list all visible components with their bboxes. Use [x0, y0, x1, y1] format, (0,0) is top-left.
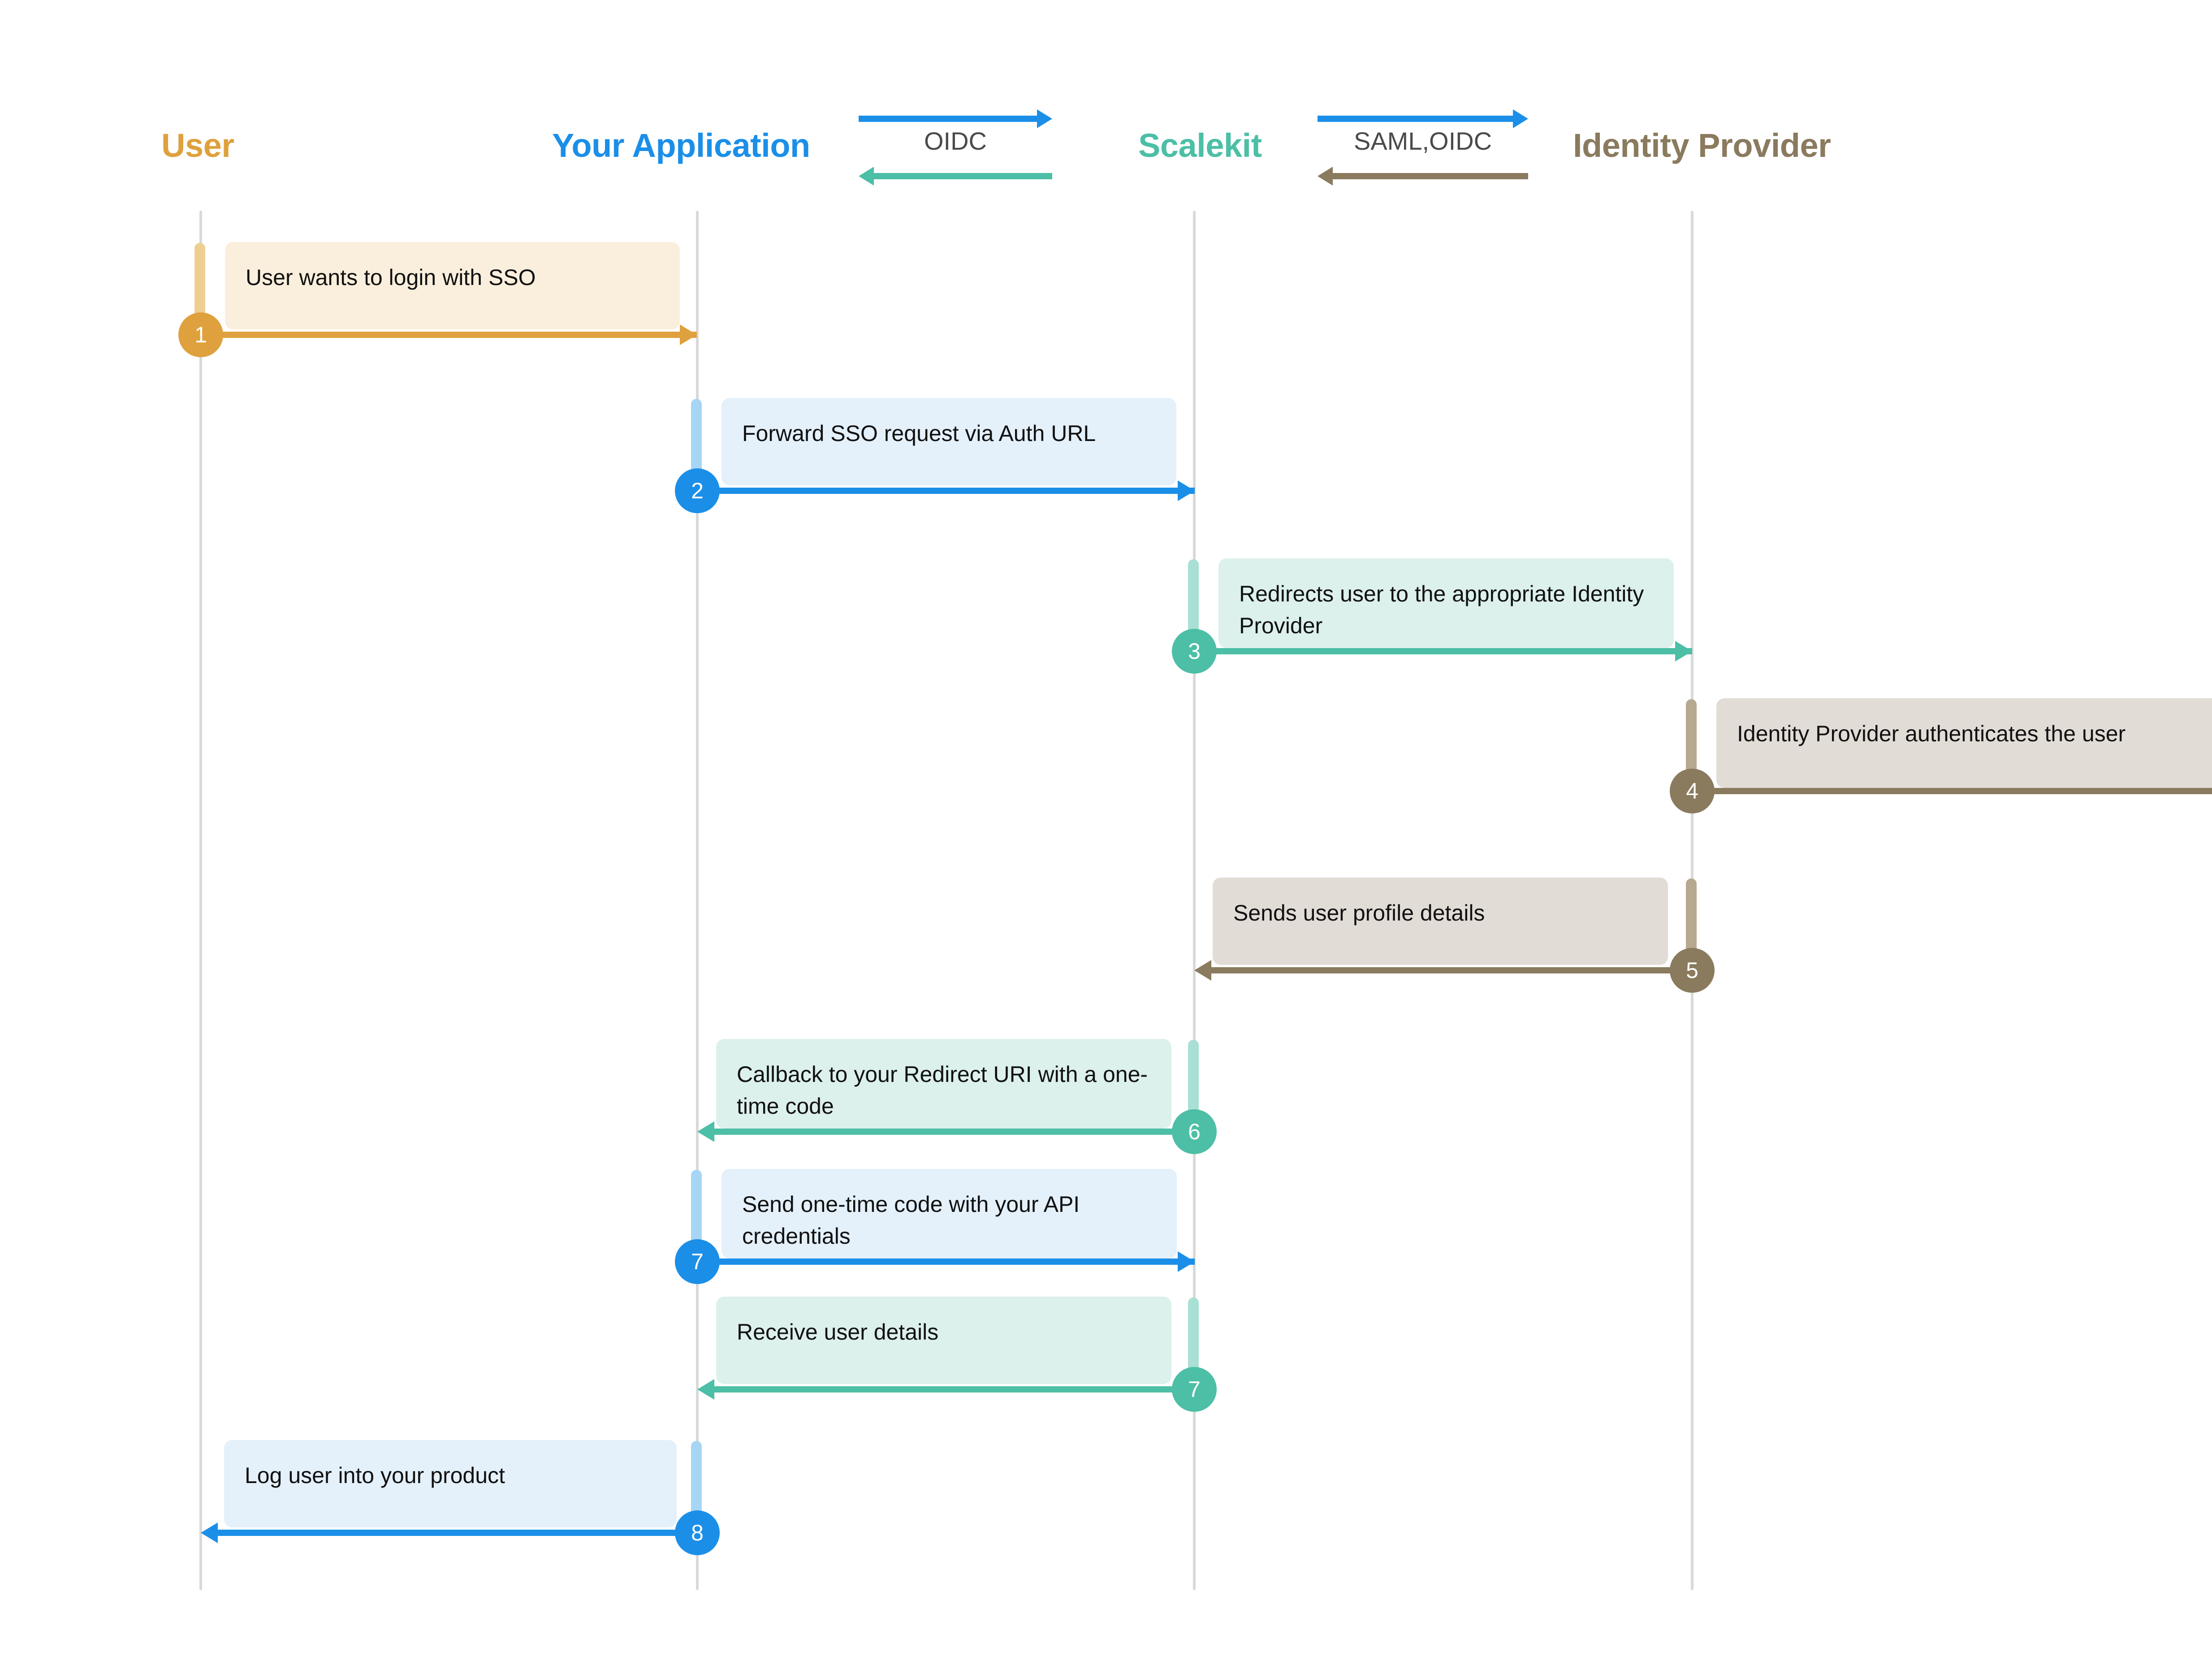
- message-box-step-8: Log user into your product: [224, 1440, 677, 1527]
- lifeline-application: [696, 211, 699, 1590]
- lifeline-scalekit: [1193, 211, 1196, 1590]
- protocol-arrow-saml-oidc-forward: [1318, 109, 1528, 128]
- message-arrow-step-6: [697, 1121, 1195, 1142]
- message-box-step-2: Forward SSO request via Auth URL: [721, 398, 1176, 485]
- message-box-step-1: User wants to login with SSO: [225, 242, 680, 329]
- message-box-step-4: Identity Provider authenticates the user: [1716, 698, 2212, 788]
- message-arrow-step-7-response: [697, 1379, 1195, 1400]
- step-number-1: 1: [178, 312, 223, 357]
- step-number-6: 6: [1172, 1109, 1217, 1154]
- message-arrow-step-5: [1194, 960, 1692, 981]
- step-number-2: 2: [675, 468, 720, 513]
- protocol-arrow-oidc-forward: [859, 109, 1052, 128]
- message-arrow-step-3: [1194, 641, 1692, 662]
- message-arrow-step-4: [1692, 788, 2212, 794]
- message-text-step-4: Identity Provider authenticates the user: [1737, 721, 2126, 746]
- message-box-step-6: Callback to your Redirect URI with a one…: [716, 1039, 1171, 1129]
- actor-label-user: User: [161, 127, 234, 164]
- step-number-7-request: 7: [675, 1239, 720, 1284]
- message-box-step-7-response: Receive user details: [716, 1297, 1171, 1384]
- message-box-step-5: Sends user profile details: [1213, 878, 1668, 965]
- message-text-step-5: Sends user profile details: [1233, 900, 1485, 925]
- message-text-step-8: Log user into your product: [245, 1463, 505, 1488]
- message-arrow-step-8: [201, 1522, 697, 1543]
- message-arrow-step-1: [201, 324, 697, 345]
- message-box-step-7-request: Send one-time code with your API credent…: [721, 1169, 1177, 1258]
- message-text-step-1: User wants to login with SSO: [246, 265, 536, 290]
- actor-label-scalekit: Scalekit: [1138, 127, 1262, 164]
- actor-label-application: Your Application: [552, 127, 810, 164]
- message-text-step-2: Forward SSO request via Auth URL: [742, 421, 1096, 446]
- step-number-8: 8: [675, 1510, 720, 1555]
- message-text-step-7-request: Send one-time code with your API credent…: [742, 1192, 1080, 1249]
- protocol-label-saml-oidc: SAML,OIDC: [1353, 127, 1492, 155]
- message-text-step-7-response: Receive user details: [737, 1319, 939, 1345]
- protocol-label-oidc: OIDC: [924, 127, 987, 155]
- protocol-arrow-oidc-return: [859, 167, 1052, 186]
- protocol-arrow-saml-oidc-return: [1318, 167, 1528, 186]
- message-arrow-step-7-request: [697, 1251, 1195, 1272]
- message-text-step-6: Callback to your Redirect URI with a one…: [737, 1062, 1148, 1119]
- step-number-5: 5: [1670, 948, 1715, 993]
- lifeline-user: [199, 211, 202, 1590]
- message-text-step-3: Redirects user to the appropriate Identi…: [1239, 581, 1644, 638]
- message-arrow-step-2: [697, 480, 1195, 501]
- step-number-4: 4: [1670, 769, 1715, 813]
- actor-label-identity-provider: Identity Provider: [1573, 127, 1831, 164]
- message-box-step-3: Redirects user to the appropriate Identi…: [1218, 558, 1674, 648]
- step-number-3: 3: [1172, 629, 1217, 674]
- step-number-7-response: 7: [1172, 1367, 1217, 1412]
